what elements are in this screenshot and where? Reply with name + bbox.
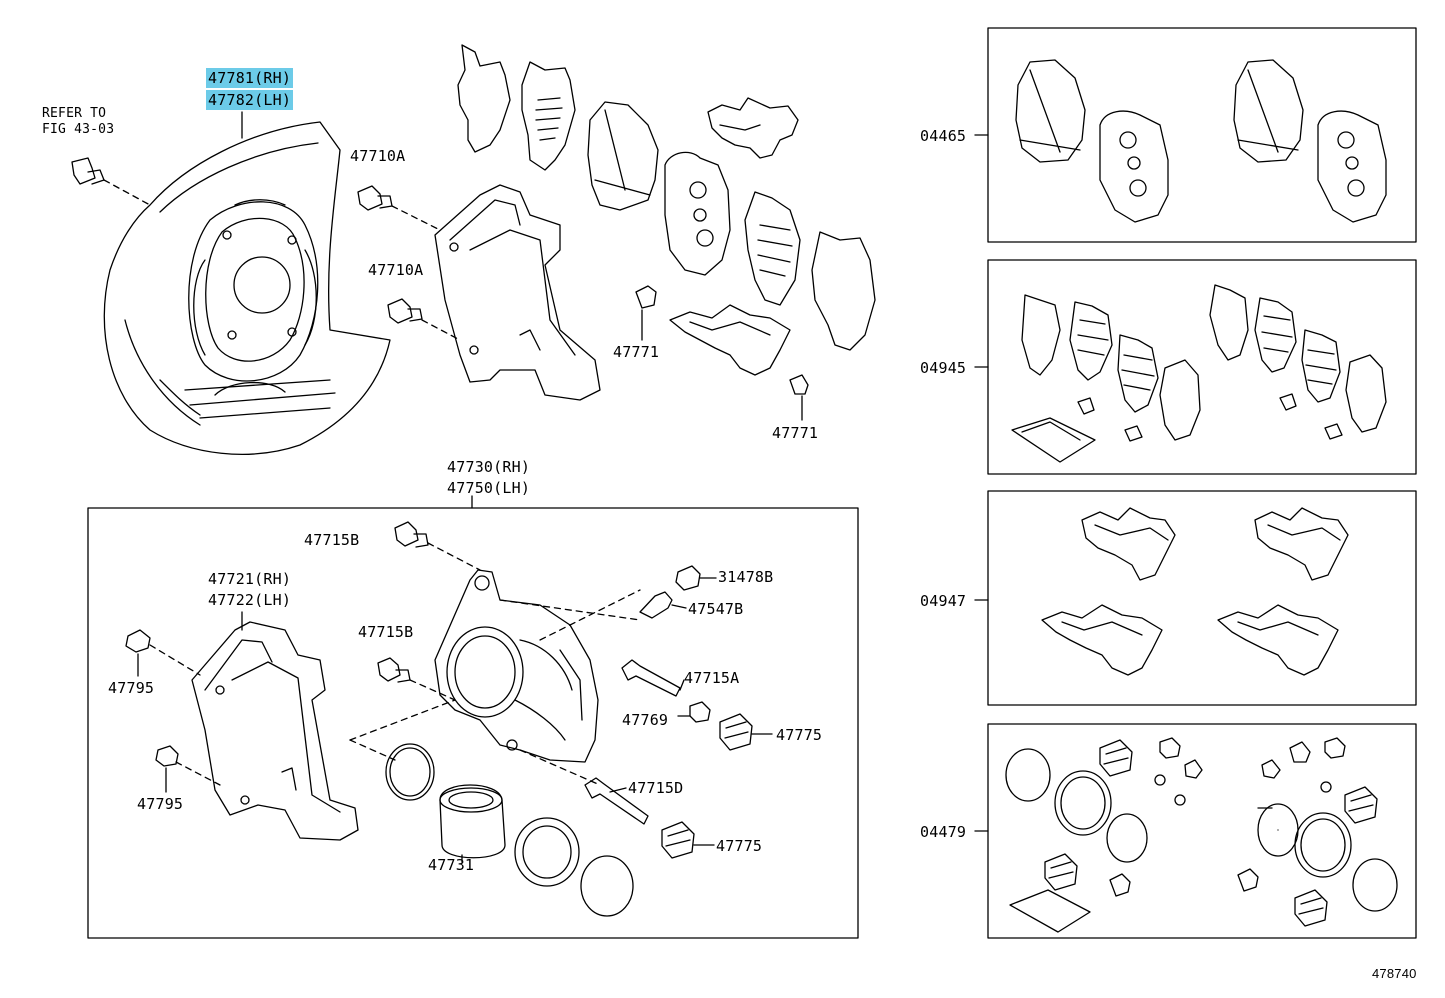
- dashed-leader: [391, 205, 441, 231]
- pad-kit-04465-drawing: [1015, 59, 1387, 223]
- dashed-leader: [427, 542, 481, 571]
- label-47771-right[interactable]: 47771: [772, 424, 819, 442]
- leader-line: [679, 679, 685, 691]
- label-kit-04479[interactable]: 04479: [920, 823, 967, 841]
- leader-line: [609, 787, 627, 793]
- label-47547b[interactable]: 47547B: [688, 600, 744, 618]
- brake-pad-icon: [587, 101, 731, 276]
- caliper-mounting-bracket[interactable]: [191, 621, 359, 841]
- pin-47715d-icon: [584, 777, 649, 825]
- bolt-refer-icon: [71, 157, 105, 185]
- pin-47715a-icon: [621, 659, 681, 697]
- label-47775-upper[interactable]: 47775: [776, 726, 823, 744]
- dust-boot-icon: [514, 817, 634, 917]
- kit-box-04945: [987, 259, 1417, 475]
- label-47795-lower[interactable]: 47795: [137, 795, 184, 813]
- label-47769[interactable]: 47769: [622, 711, 669, 729]
- dashed-leader: [103, 179, 151, 206]
- dashed-leader: [539, 589, 641, 641]
- dashed-leader: [421, 319, 461, 341]
- label-kit-04465[interactable]: 04465: [920, 127, 967, 145]
- label-kit-04947[interactable]: 04947: [920, 592, 967, 610]
- anti-rattle-clip-icon: [669, 97, 799, 376]
- label-47715a[interactable]: 47715A: [684, 669, 740, 687]
- anti-squeal-shim-icon: [744, 191, 876, 351]
- bolt-47715b-icon: [377, 521, 429, 683]
- label-caliper-rh[interactable]: 47730(RH): [447, 458, 531, 476]
- caliper-assembly-box: [87, 507, 859, 939]
- label-47775-lower[interactable]: 47775: [716, 837, 763, 855]
- cap-31478b-icon: [675, 565, 701, 591]
- piston-seal-icon: [385, 743, 435, 801]
- dashed-leader: [149, 644, 201, 676]
- shim-icon: [457, 44, 576, 171]
- piston-47731[interactable]: [439, 784, 506, 859]
- washer-47795-icon: [125, 629, 179, 767]
- caliper-bracket[interactable]: [434, 184, 601, 401]
- bleeder-47547b-icon: [639, 591, 673, 619]
- label-47715b-upper[interactable]: 47715B: [304, 531, 360, 549]
- clip-kit-04947-drawing: [1041, 507, 1349, 676]
- dust-shield[interactable]: [103, 121, 391, 455]
- label-refer-line2: FIG 43-03: [42, 122, 115, 137]
- label-47731[interactable]: 47731: [428, 856, 475, 874]
- label-47710a-upper[interactable]: 47710A: [350, 147, 406, 165]
- kit-box-04479: [987, 723, 1417, 939]
- bushing-47769-icon: [689, 701, 711, 723]
- label-kit-04945[interactable]: 04945: [920, 359, 967, 377]
- clip-47771-icon: [635, 285, 809, 395]
- label-47710a-lower[interactable]: 47710A: [368, 261, 424, 279]
- boot-47775-icon: [661, 713, 753, 859]
- label-shield-rh[interactable]: 47781(RH): [206, 68, 294, 88]
- shim-kit-04945-drawing: [1011, 284, 1387, 463]
- diagram-id: 478740: [1372, 966, 1417, 981]
- dashed-leader: [409, 679, 456, 701]
- label-mount-lh[interactable]: 47722(LH): [208, 591, 292, 609]
- label-47715b-lower[interactable]: 47715B: [358, 623, 414, 641]
- label-47715d[interactable]: 47715D: [628, 779, 684, 797]
- bolt-47710a-icon: [357, 185, 423, 324]
- caliper-body[interactable]: [434, 569, 599, 763]
- label-47771-left[interactable]: 47771: [613, 343, 660, 361]
- dashed-leader: [349, 699, 456, 741]
- kit-box-04947: [987, 490, 1417, 706]
- dashed-leader: [499, 599, 641, 621]
- dashed-leader: [349, 739, 396, 761]
- seal-kit-04479-drawing: [1005, 737, 1398, 933]
- label-31478b[interactable]: 31478B: [718, 568, 774, 586]
- label-shield-lh[interactable]: 47782(LH): [206, 90, 294, 110]
- label-47795-upper[interactable]: 47795: [108, 679, 155, 697]
- leader-line: [671, 604, 687, 609]
- label-refer-line1: REFER TO: [42, 106, 107, 121]
- label-caliper-lh[interactable]: 47750(LH): [447, 479, 531, 497]
- dashed-leader: [519, 749, 601, 786]
- label-mount-rh[interactable]: 47721(RH): [208, 570, 292, 588]
- dashed-leader: [175, 761, 221, 786]
